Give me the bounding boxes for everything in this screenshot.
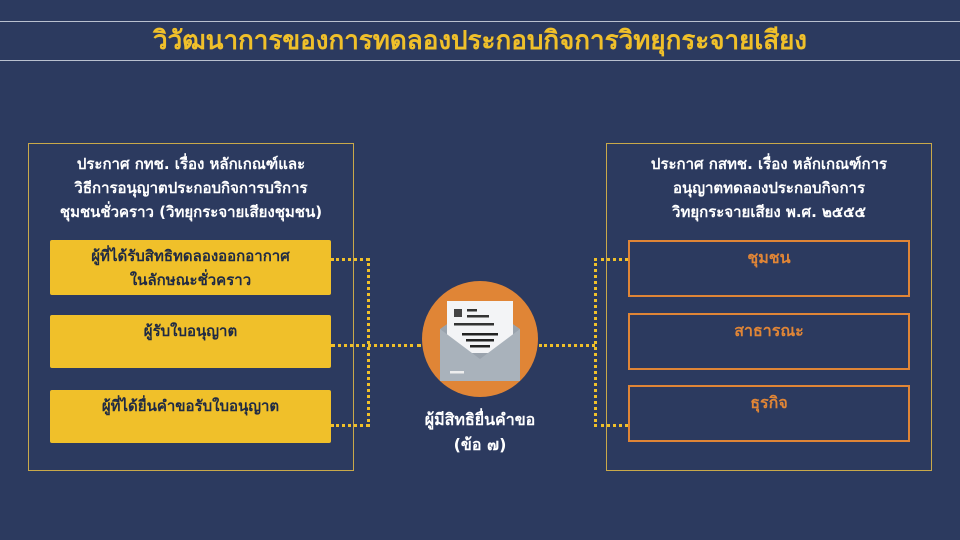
label-line: (ข้อ ๗) xyxy=(453,435,507,454)
applicant-label: ผู้มีสิทธิยื่นคำขอ (ข้อ ๗) xyxy=(400,407,560,457)
item-line: ผู้รับใบอนุญาต xyxy=(143,322,238,340)
item-line: ผู้ที่ได้ยื่นคำขอรับใบอนุญาต xyxy=(101,397,280,415)
left-panel-heading: ประกาศ กทช. เรื่อง หลักเกณฑ์และ วิธีการอ… xyxy=(29,152,353,224)
slide-title: วิวัฒนาการของการทดลองประกอบกิจการวิทยุกร… xyxy=(0,21,960,61)
connector xyxy=(594,258,597,427)
right-item-business: ธุรกิจ xyxy=(628,385,910,442)
label-line: ผู้มีสิทธิยื่นคำขอ xyxy=(424,410,536,429)
connector xyxy=(539,344,595,347)
connector xyxy=(367,258,370,427)
item-line: ผู้ที่ได้รับสิทธิทดลองออกอากาศ xyxy=(91,247,290,265)
right-panel: ประกาศ กสทช. เรื่อง หลักเกณฑ์การ อนุญาตท… xyxy=(606,143,932,471)
right-panel-heading: ประกาศ กสทช. เรื่อง หลักเกณฑ์การ อนุญาตท… xyxy=(607,152,931,224)
connector xyxy=(331,258,369,261)
right-item-public: สาธารณะ xyxy=(628,313,910,370)
left-item-licensee: ผู้รับใบอนุญาต xyxy=(50,315,331,368)
heading-line: อนุญาตทดลองประกอบกิจการ xyxy=(672,179,866,197)
left-panel: ประกาศ กทช. เรื่อง หลักเกณฑ์และ วิธีการอ… xyxy=(28,143,354,471)
left-item-temporary-broadcast: ผู้ที่ได้รับสิทธิทดลองออกอากาศ ในลักษณะช… xyxy=(50,240,331,295)
connector xyxy=(331,424,369,427)
connector xyxy=(594,258,628,261)
heading-line: ชุมชนชั่วคราว (วิทยุกระจายเสียงชุมชน) xyxy=(59,203,323,221)
right-item-community: ชุมชน xyxy=(628,240,910,297)
heading-line: วิธีการอนุญาตประกอบกิจการบริการ xyxy=(74,179,308,197)
heading-line: ประกาศ กทช. เรื่อง หลักเกณฑ์และ xyxy=(76,155,306,173)
applicant-circle xyxy=(422,281,538,397)
left-item-applicant: ผู้ที่ได้ยื่นคำขอรับใบอนุญาต xyxy=(50,390,331,443)
connector xyxy=(331,344,421,347)
item-line: ในลักษณะชั่วคราว xyxy=(129,271,252,289)
envelope-letter-icon xyxy=(440,301,520,381)
connector xyxy=(594,424,628,427)
heading-line: วิทยุกระจายเสียง พ.ศ. ๒๕๕๕ xyxy=(672,203,866,221)
heading-line: ประกาศ กสทช. เรื่อง หลักเกณฑ์การ xyxy=(650,155,888,173)
